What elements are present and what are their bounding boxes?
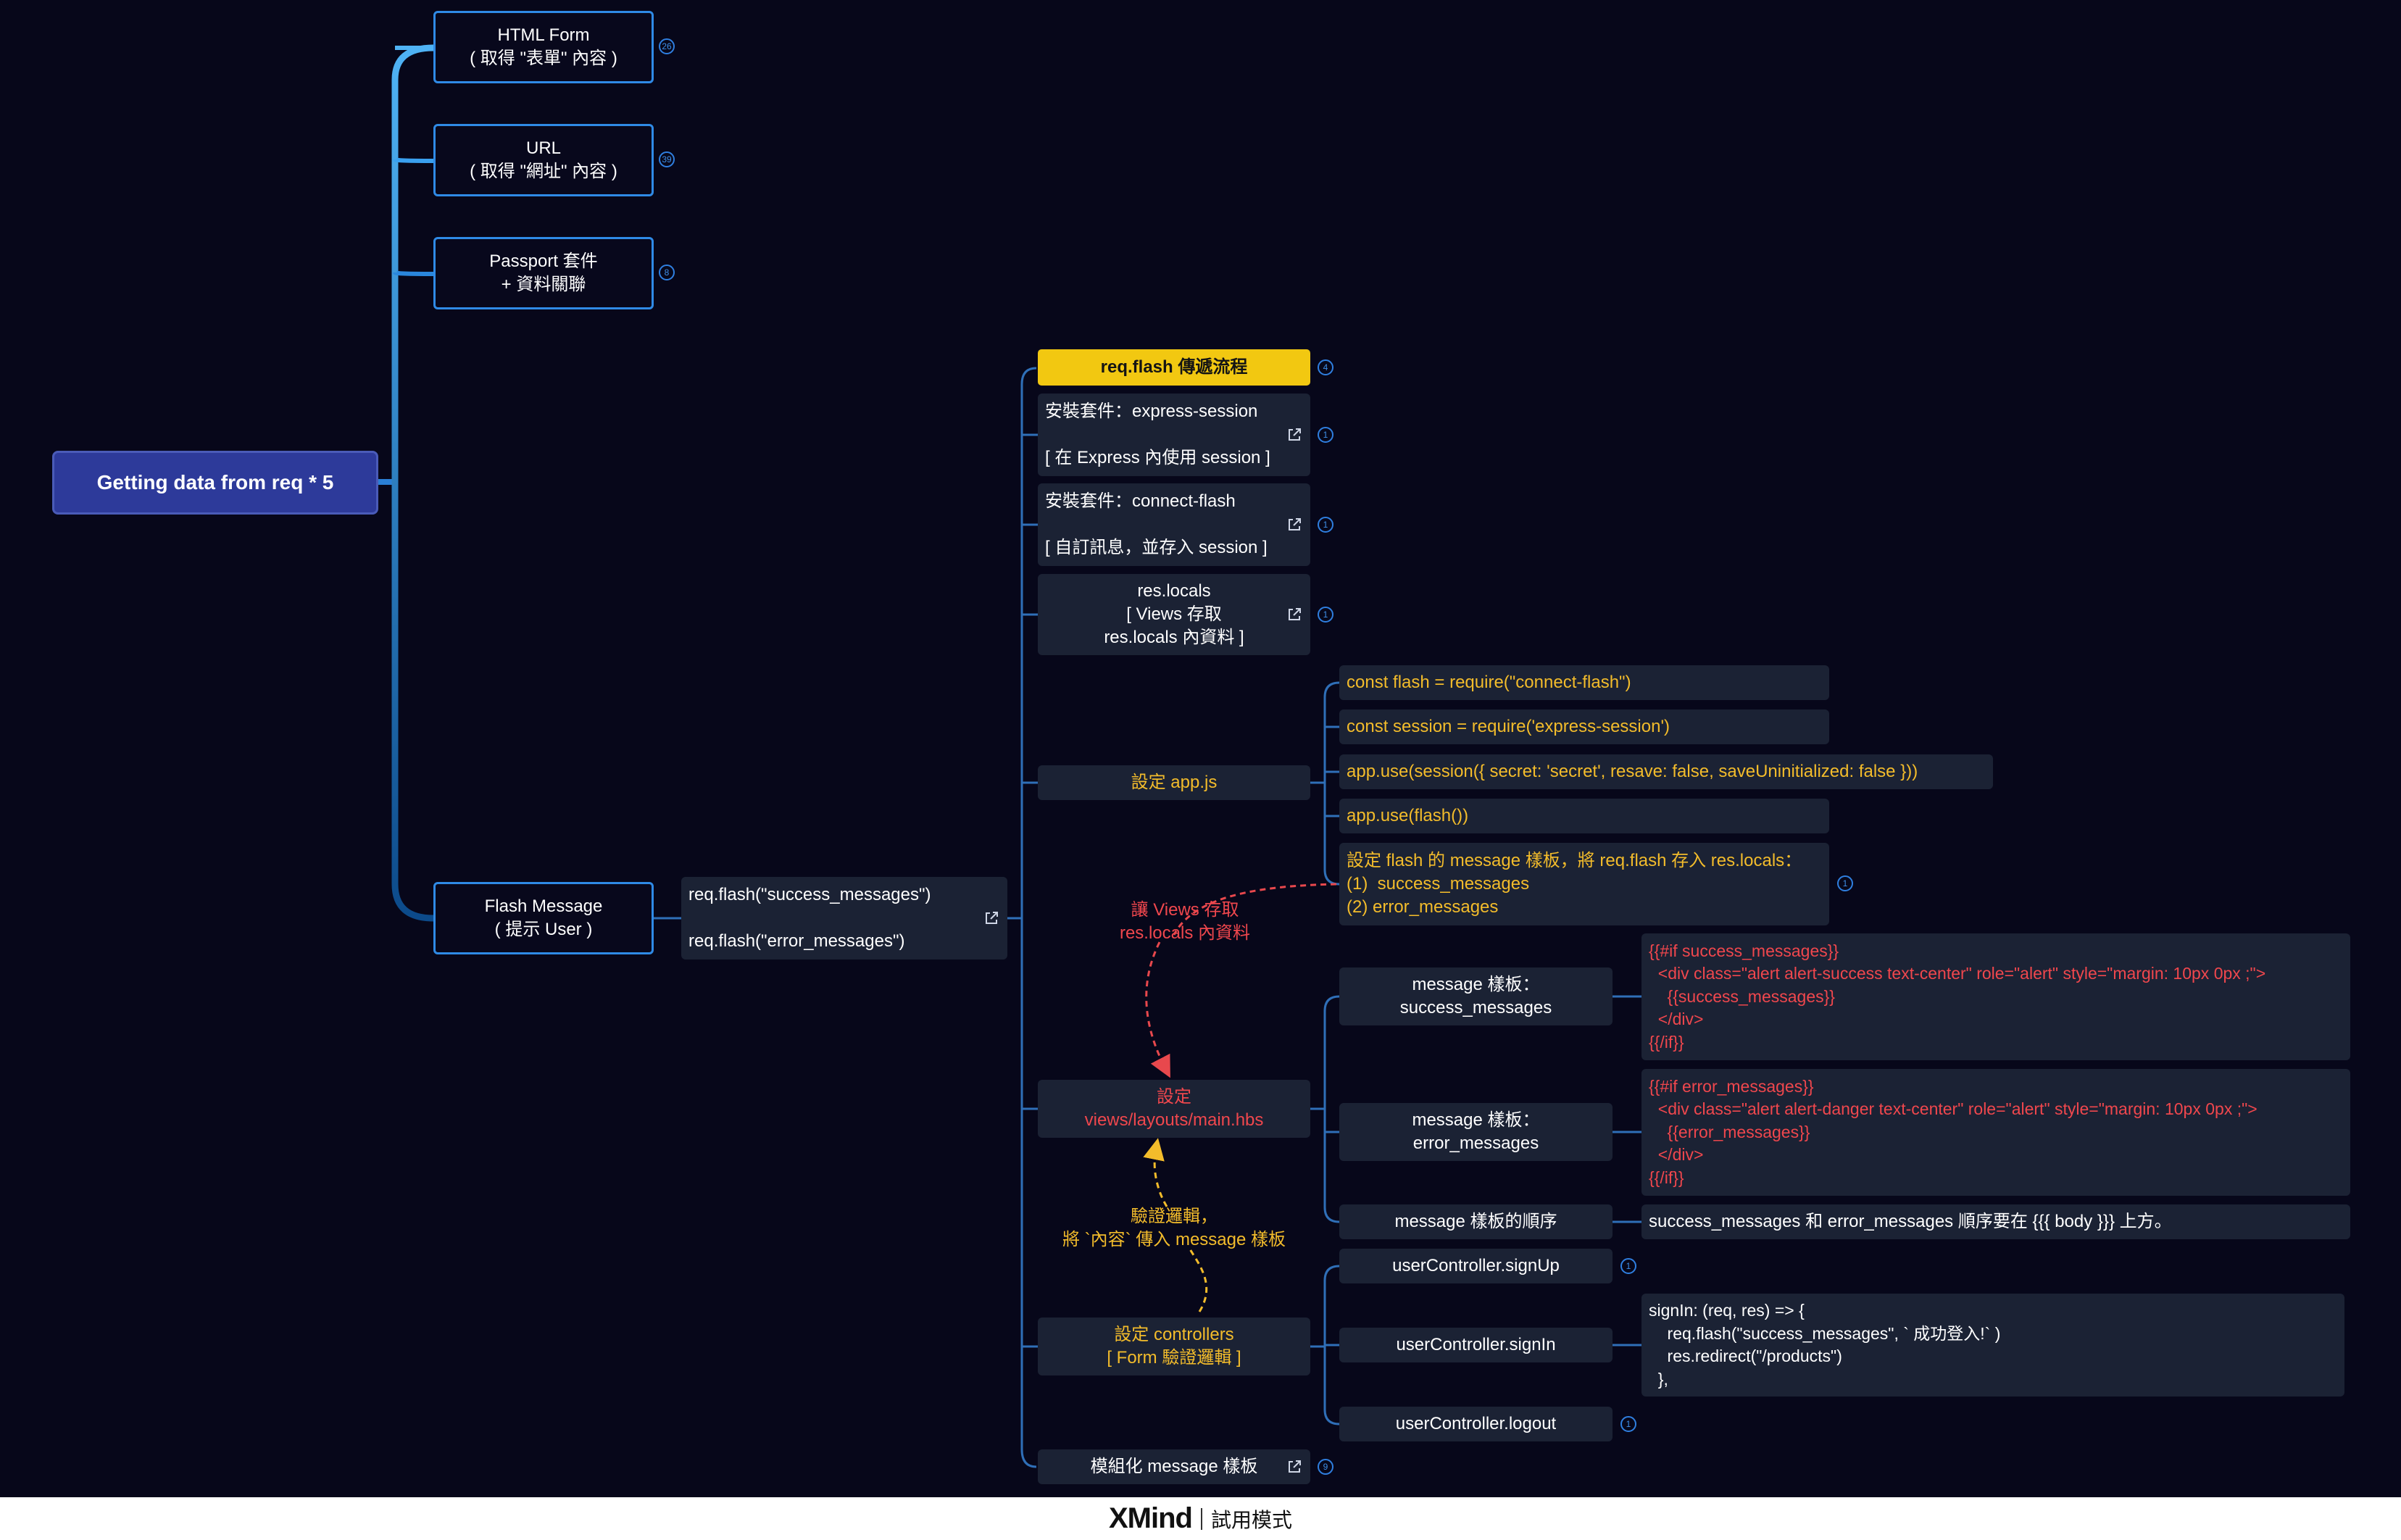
collapse-count-badge[interactable]: 1 bbox=[1318, 517, 1333, 533]
controller-label: userController.signUp bbox=[1392, 1256, 1560, 1275]
collapse-count-badge[interactable]: 39 bbox=[659, 151, 675, 167]
external-link-icon[interactable] bbox=[1286, 426, 1303, 444]
flash-calls-label: req.flash("success_messages") req.flash(… bbox=[688, 885, 931, 951]
root-topic[interactable]: Getting data from req * 5 bbox=[52, 451, 378, 515]
external-link-icon[interactable] bbox=[1286, 516, 1303, 533]
controller-label: userController.signIn bbox=[1396, 1335, 1556, 1354]
code-block: {{#if success_messages}} <div class="ale… bbox=[1649, 941, 2266, 1052]
collapse-count-badge[interactable]: 26 bbox=[659, 38, 675, 54]
external-link-icon[interactable] bbox=[983, 910, 1000, 927]
res-locals-label: res.locals [ Views 存取 res.locals 內資料 ] bbox=[1104, 581, 1244, 647]
xmind-logo: XMind bbox=[1109, 1502, 1193, 1534]
express-session-label: 安裝套件：express-session [ 在 Express 內使用 ses… bbox=[1045, 401, 1270, 467]
template-error-node[interactable]: message 樣板： error_messages bbox=[1339, 1103, 1613, 1161]
template-label: message 樣板的順序 bbox=[1394, 1212, 1557, 1231]
code-line: const session = require('express-session… bbox=[1347, 717, 1670, 736]
collapse-count-badge[interactable]: 8 bbox=[659, 265, 675, 280]
modular-template-label: 模組化 message 樣板 bbox=[1090, 1457, 1258, 1476]
code-line: 設定 flash 的 message 樣板，將 req.flash 存入 res… bbox=[1347, 851, 1802, 917]
connect-flash-label: 安裝套件：connect-flash [ 自訂訊息，並存入 session ] bbox=[1045, 491, 1268, 557]
flash-calls-node[interactable]: req.flash("success_messages") req.flash(… bbox=[681, 877, 1007, 960]
controller-logout-node[interactable]: userController.logout bbox=[1339, 1407, 1613, 1441]
flow-title-node[interactable]: req.flash 傳遞流程 bbox=[1038, 349, 1310, 386]
collapse-count-badge[interactable]: 1 bbox=[1620, 1258, 1636, 1274]
code-line: app.use(flash()) bbox=[1347, 806, 1469, 825]
flow-title-label: req.flash 傳遞流程 bbox=[1100, 357, 1248, 377]
branch-html-form[interactable]: HTML Form ( 取得 "表單" 內容 ) bbox=[433, 11, 654, 83]
branch-label: Flash Message ( 提示 User ) bbox=[484, 896, 603, 939]
app-js-line-4[interactable]: app.use(flash()) bbox=[1339, 799, 1829, 833]
template-order-node[interactable]: message 樣板的順序 bbox=[1339, 1204, 1613, 1239]
template-success-code[interactable]: {{#if success_messages}} <div class="ale… bbox=[1641, 933, 2350, 1060]
footer-divider bbox=[1200, 1507, 1202, 1530]
collapse-count-badge[interactable]: 9 bbox=[1318, 1459, 1333, 1475]
trial-mode-label: 試用模式 bbox=[1210, 1508, 1292, 1531]
app-js-line-3[interactable]: app.use(session({ secret: 'secret', resa… bbox=[1339, 754, 1993, 789]
root-topic-label: Getting data from req * 5 bbox=[96, 471, 334, 494]
annotation-validation[interactable]: 驗證邏輯， 將 `內容` 傳入 message 樣板 bbox=[1062, 1207, 1286, 1249]
branch-flash-message[interactable]: Flash Message ( 提示 User ) bbox=[433, 882, 654, 954]
code-block: {{#if error_messages}} <div class="alert… bbox=[1649, 1076, 2258, 1187]
app-js-label: 設定 app.js bbox=[1131, 773, 1218, 792]
controller-signup-node[interactable]: userController.signUp bbox=[1339, 1249, 1613, 1283]
connect-flash-node[interactable]: 安裝套件：connect-flash [ 自訂訊息，並存入 session ] bbox=[1038, 483, 1310, 566]
external-link-icon[interactable] bbox=[1286, 606, 1303, 623]
collapse-count-badge[interactable]: 1 bbox=[1620, 1416, 1636, 1432]
trial-footer: XMind 試用模式 bbox=[0, 1497, 2401, 1540]
template-error-code[interactable]: {{#if error_messages}} <div class="alert… bbox=[1641, 1069, 2350, 1196]
collapse-count-badge[interactable]: 4 bbox=[1318, 359, 1333, 375]
express-session-node[interactable]: 安裝套件：express-session [ 在 Express 內使用 ses… bbox=[1038, 394, 1310, 476]
controllers-label: 設定 controllers [ Form 驗證邏輯 ] bbox=[1107, 1325, 1241, 1368]
template-order-note[interactable]: success_messages 和 error_messages 順序要在 {… bbox=[1641, 1204, 2350, 1239]
template-label: message 樣板： error_messages bbox=[1412, 1110, 1540, 1153]
controller-label: userController.logout bbox=[1395, 1414, 1557, 1433]
main-hbs-label: 設定 views/layouts/main.hbs bbox=[1084, 1087, 1264, 1130]
code-block: success_messages 和 error_messages 順序要在 {… bbox=[1649, 1212, 2172, 1231]
branch-url[interactable]: URL ( 取得 "網址" 內容 ) bbox=[433, 124, 654, 196]
branch-passport[interactable]: Passport 套件 + 資料關聯 bbox=[433, 237, 654, 309]
main-hbs-node[interactable]: 設定 views/layouts/main.hbs bbox=[1038, 1080, 1310, 1138]
branch-label: HTML Form ( 取得 "表單" 內容 ) bbox=[470, 25, 617, 68]
controllers-node[interactable]: 設定 controllers [ Form 驗證邏輯 ] bbox=[1038, 1318, 1310, 1375]
code-line: app.use(session({ secret: 'secret', resa… bbox=[1347, 762, 1918, 781]
code-line: const flash = require("connect-flash") bbox=[1347, 673, 1631, 692]
controller-signin-code[interactable]: signIn: (req, res) => { req.flash("succe… bbox=[1641, 1294, 2344, 1397]
branch-label: Passport 套件 + 資料關聯 bbox=[489, 251, 598, 294]
code-block: signIn: (req, res) => { req.flash("succe… bbox=[1649, 1301, 2001, 1389]
res-locals-node[interactable]: res.locals [ Views 存取 res.locals 內資料 ] bbox=[1038, 574, 1310, 655]
app-js-line-2[interactable]: const session = require('express-session… bbox=[1339, 709, 1829, 744]
app-js-line-1[interactable]: const flash = require("connect-flash") bbox=[1339, 665, 1829, 700]
mind-map-canvas[interactable]: Getting data from req * 5 HTML Form ( 取得… bbox=[0, 0, 2401, 1497]
modular-template-node[interactable]: 模組化 message 樣板 bbox=[1038, 1449, 1310, 1484]
external-link-icon[interactable] bbox=[1286, 1458, 1303, 1476]
collapse-count-badge[interactable]: 1 bbox=[1837, 875, 1853, 891]
app-js-node[interactable]: 設定 app.js bbox=[1038, 765, 1310, 800]
collapse-count-badge[interactable]: 1 bbox=[1318, 607, 1333, 623]
branch-label: URL ( 取得 "網址" 內容 ) bbox=[470, 138, 617, 181]
template-success-node[interactable]: message 樣板： success_messages bbox=[1339, 967, 1613, 1025]
template-label: message 樣板： success_messages bbox=[1399, 975, 1552, 1017]
app-js-line-5[interactable]: 設定 flash 的 message 樣板，將 req.flash 存入 res… bbox=[1339, 843, 1829, 925]
annotation-views-access[interactable]: 讓 Views 存取 res.locals 內資料 bbox=[1119, 900, 1251, 943]
connector-lines bbox=[378, 44, 1641, 1468]
controller-signin-node[interactable]: userController.signIn bbox=[1339, 1328, 1613, 1362]
collapse-count-badge[interactable]: 1 bbox=[1318, 427, 1333, 443]
